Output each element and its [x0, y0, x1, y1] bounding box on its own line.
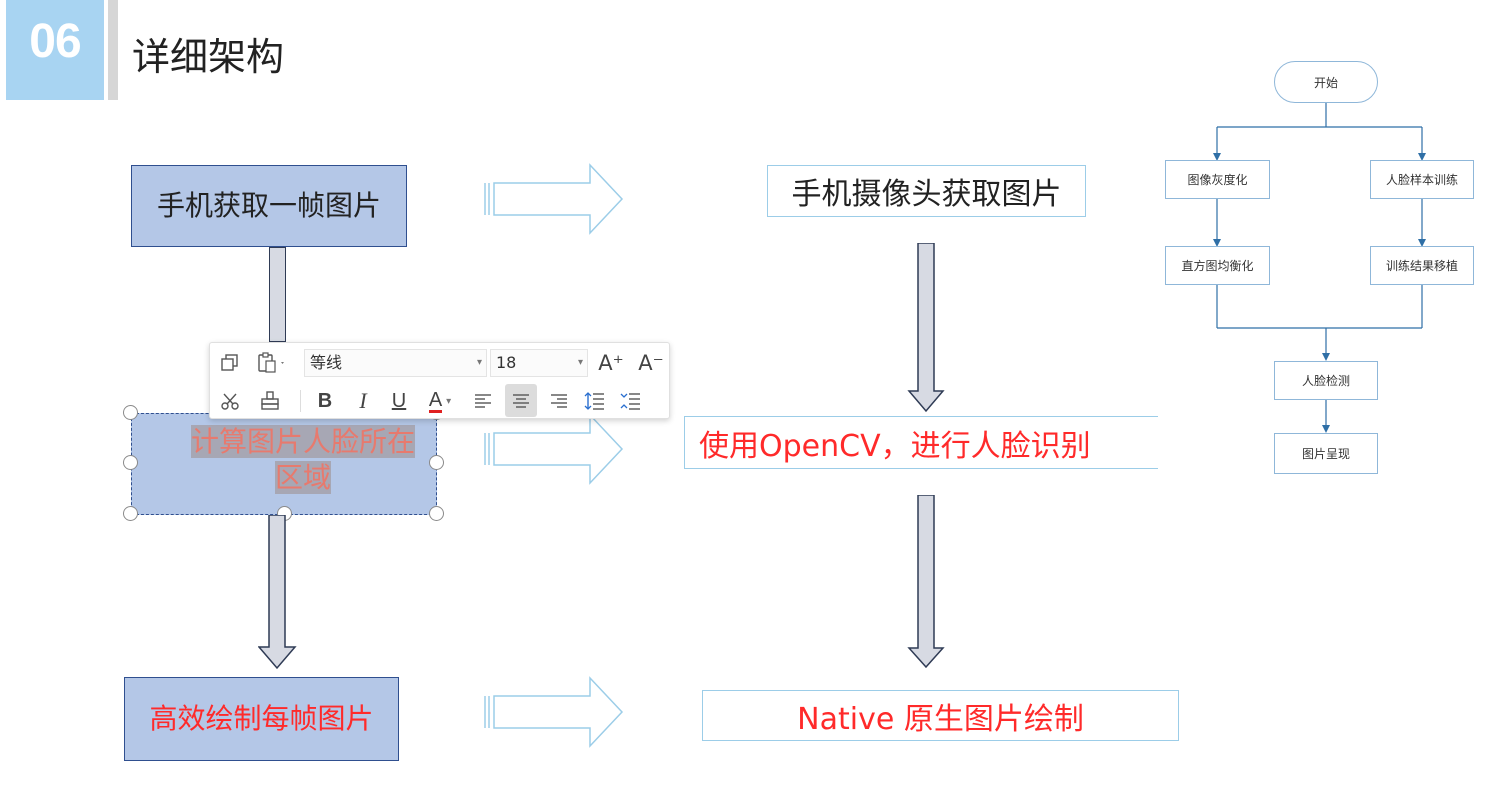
format-painter-icon[interactable]: [256, 386, 284, 416]
left-box-capture[interactable]: 手机获取一帧图片: [131, 165, 407, 247]
floating-format-toolbar: 等线▾ 18▾ A⁺ A⁻ B I U A▾: [209, 342, 670, 419]
resize-handle-br[interactable]: [429, 506, 444, 521]
resize-handle-tl[interactable]: [123, 405, 138, 420]
font-size-select[interactable]: 18▾: [490, 349, 588, 377]
underline-button[interactable]: U: [391, 389, 407, 412]
mid-box-opencv-text: 使用OpenCV，进行人脸识别: [699, 428, 1091, 464]
increase-font-size-button[interactable]: A⁺: [598, 351, 624, 375]
right-arrow-2: [484, 413, 624, 485]
paragraph-spacing-icon[interactable]: [616, 386, 646, 416]
flowchart-node-grayscale[interactable]: 图像灰度化: [1165, 160, 1270, 199]
mid-box-native[interactable]: Native 原生图片绘制: [702, 690, 1179, 741]
align-right-icon[interactable]: [544, 386, 574, 416]
chevron-down-icon: ▾: [446, 395, 452, 407]
left-box-capture-text: 手机获取一帧图片: [156, 189, 381, 222]
line-spacing-icon[interactable]: [580, 386, 610, 416]
section-divider: [108, 0, 118, 100]
section-number: 06: [29, 15, 81, 68]
decrease-font-size-button[interactable]: A⁻: [638, 351, 664, 375]
align-center-icon[interactable]: [505, 384, 537, 417]
left-down-arrow: [258, 515, 297, 670]
left-box-render[interactable]: 高效绘制每帧图片: [124, 677, 399, 761]
resize-handle-mr[interactable]: [429, 455, 444, 470]
mid-box-camera[interactable]: 手机摄像头获取图片: [767, 165, 1086, 217]
left-connector-1: [269, 247, 286, 342]
right-arrow-1: [484, 163, 624, 235]
copy-icon[interactable]: [216, 348, 244, 378]
flowchart-node-histogram[interactable]: 直方图均衡化: [1165, 246, 1270, 285]
italic-button[interactable]: I: [359, 388, 367, 413]
flowchart-start-node[interactable]: 开始: [1274, 61, 1378, 103]
flowchart-node-present[interactable]: 图片呈现: [1274, 433, 1378, 474]
bold-button[interactable]: B: [317, 389, 333, 412]
mid-down-arrow-2: [907, 495, 945, 669]
flowchart-node-transplant[interactable]: 训练结果移植: [1370, 246, 1474, 285]
mid-box-native-text: Native 原生图片绘制: [797, 701, 1084, 737]
slide-title[interactable]: 详细架构: [132, 35, 285, 79]
resize-handle-bl[interactable]: [123, 506, 138, 521]
chevron-down-icon: ▾: [476, 357, 482, 368]
paste-icon[interactable]: [252, 348, 292, 378]
section-badge: [6, 0, 104, 100]
left-box-render-text: 高效绘制每帧图片: [149, 702, 374, 735]
flowchart-node-face-detect[interactable]: 人脸检测: [1274, 361, 1378, 400]
mid-down-arrow-1: [907, 243, 945, 413]
font-color-button[interactable]: A▾: [428, 388, 452, 413]
left-box-detect-text[interactable]: 计算图片人脸所在区域: [190, 425, 415, 494]
mid-box-camera-text: 手机摄像头获取图片: [791, 177, 1062, 212]
right-arrow-3: [484, 676, 624, 748]
align-left-icon[interactable]: [468, 386, 498, 416]
mid-box-opencv[interactable]: 使用OpenCV，进行人脸识别: [684, 416, 1158, 469]
chevron-down-icon: ▾: [577, 357, 583, 368]
flowchart-connectors: [1213, 103, 1426, 433]
cut-icon[interactable]: [216, 386, 244, 416]
font-name-select[interactable]: 等线▾: [304, 349, 487, 377]
toolbar-separator: [300, 390, 301, 412]
flowchart-node-sample-training[interactable]: 人脸样本训练: [1370, 160, 1474, 199]
resize-handle-ml[interactable]: [123, 455, 138, 470]
